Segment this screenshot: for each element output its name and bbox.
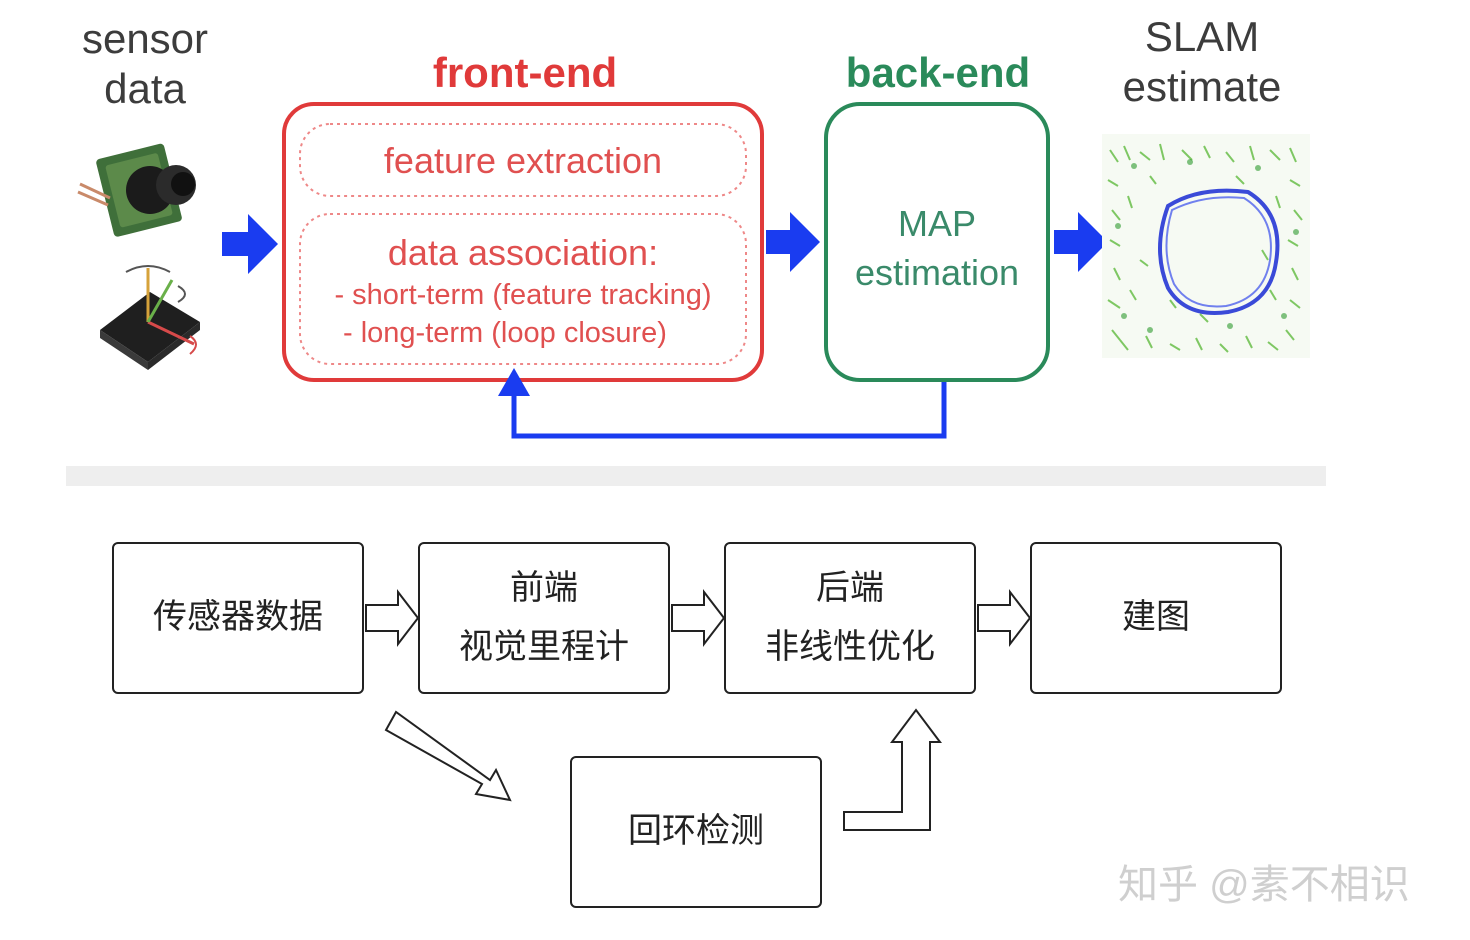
frontend-title: front-end [432, 49, 618, 96]
data-association-box [299, 213, 747, 365]
slam-estimate-line1: SLAM [1144, 13, 1260, 60]
arrow-frontend-to-backend [766, 212, 820, 272]
slam-estimate-image [1102, 134, 1310, 358]
top-diagram-graphics [77, 102, 1310, 439]
frontend-vo-box: 前端 视觉里程计 [418, 542, 670, 694]
arrow-frontend-to-backend-cn [671, 589, 726, 647]
watermark: 知乎 @素不相识 [1118, 863, 1410, 907]
map-estimation-line2: estimation [854, 251, 1020, 293]
backend-opt-line1: 后端 [816, 568, 884, 607]
backend-opt-box: 后端 非线性优化 [724, 542, 976, 694]
arrow-backend-to-mapping-cn [977, 589, 1032, 647]
slam-estimate-line2: estimate [1122, 62, 1282, 110]
short-term-label: - short-term (feature tracking) [334, 279, 712, 311]
arrow-loop-to-backend [843, 708, 942, 831]
section-divider [66, 466, 1326, 486]
bottom-flowchart-arrows [365, 589, 1032, 831]
sensor-data-box-label: 传感器数据 [153, 598, 323, 637]
arrow-to-loop-detection [384, 710, 512, 802]
mapping-box-label: 建图 [1122, 598, 1190, 637]
long-term-label: - long-term (loop closure) [343, 317, 667, 349]
backend-title: back-end [845, 49, 1031, 96]
map-estimation-line1: MAP [897, 203, 976, 244]
loop-detection-box: 回环检测 [570, 756, 822, 908]
arrow-backend-to-output [1054, 212, 1108, 272]
feature-extraction-label: feature extraction [383, 140, 663, 181]
frontend-box [282, 102, 764, 382]
sensor-data-line1: sensor [81, 15, 209, 62]
sensor-data-line2: data [104, 64, 186, 112]
arrow-sensor-to-frontend-cn [365, 589, 420, 647]
arrow-sensor-to-frontend [222, 214, 278, 274]
frontend-vo-line2: 视觉里程计 [459, 628, 629, 666]
feedback-loop-arrowhead [498, 368, 530, 396]
mapping-box: 建图 [1030, 542, 1282, 694]
imu-image [100, 265, 200, 370]
slam-estimate-label: SLAM estimate [1100, 12, 1304, 111]
camera-image [77, 143, 196, 237]
sensor-data-label: sensor data [60, 14, 230, 113]
data-association-label: data association: [387, 232, 659, 273]
map-estimation-label: MAP estimation [826, 200, 1048, 297]
feedback-loop-line [511, 382, 947, 439]
backend-opt-line2: 非线性优化 [765, 628, 935, 666]
loop-detection-label: 回环检测 [628, 812, 764, 851]
sensor-data-box: 传感器数据 [112, 542, 364, 694]
backend-box [824, 102, 1050, 382]
frontend-vo-line1: 前端 [510, 568, 578, 607]
feature-extraction-box [299, 123, 747, 197]
